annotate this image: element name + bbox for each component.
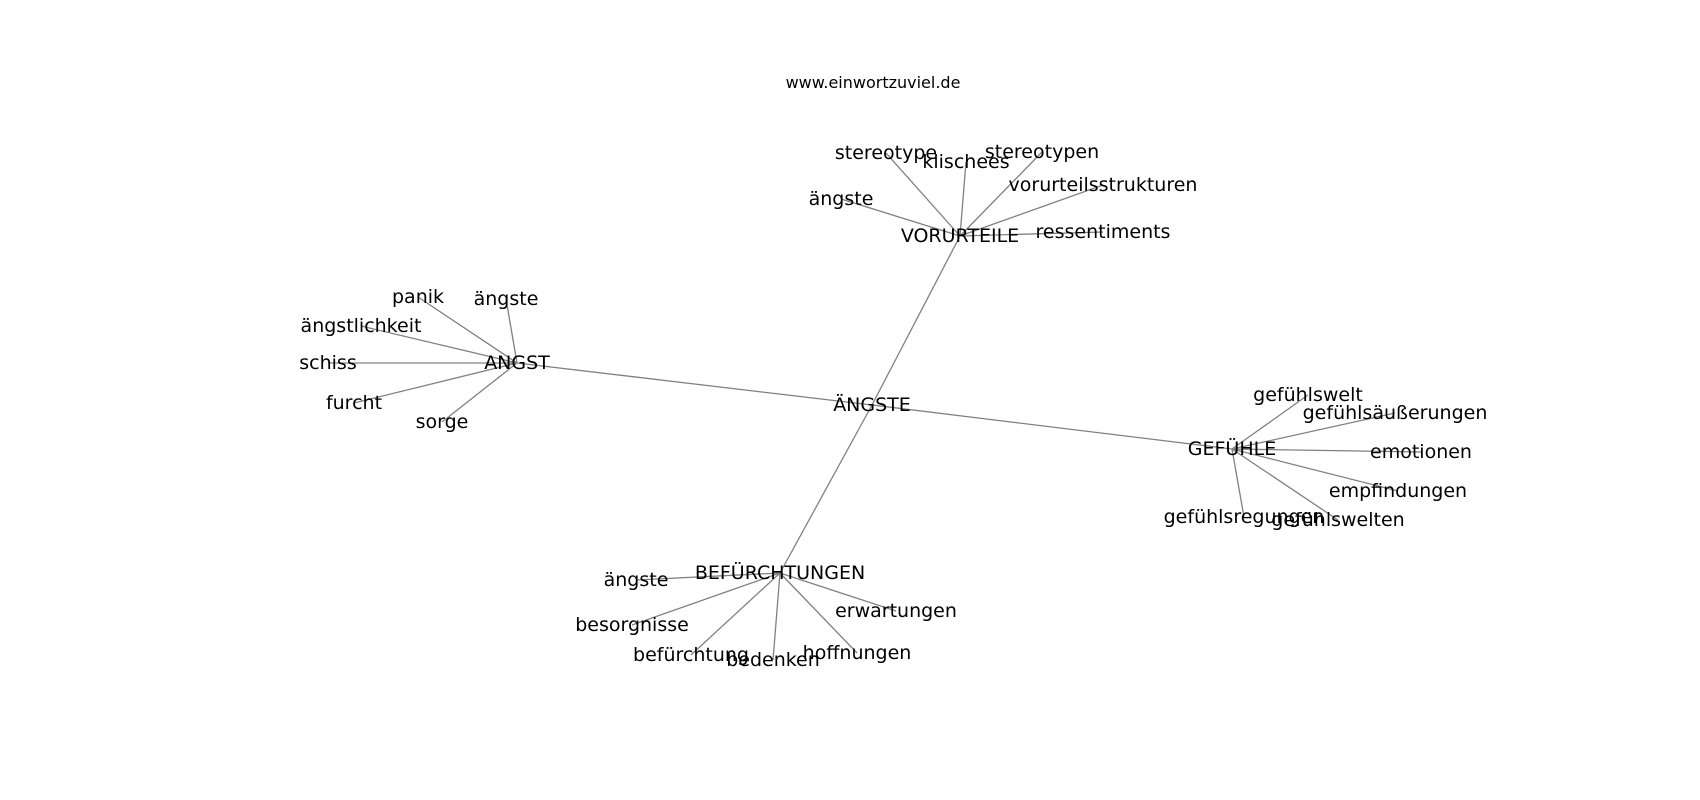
node-label-b-hoffnungen: hoffnungen (803, 642, 912, 664)
edge-center-angst (516, 362, 873, 406)
node-label-gefuehle: GEFÜHLE (1188, 437, 1276, 460)
node-label-center: ÄNGSTE (833, 393, 911, 416)
node-label-b-aengste: ängste (604, 569, 669, 591)
edge-gefuehle-g-gefuehlsregungen (1231, 448, 1245, 518)
node-label-a-schiss: schiss (299, 352, 356, 374)
edge-vorurteile-v-klischees (959, 161, 967, 237)
edge-befuerchtungen-b-aengste (635, 572, 781, 581)
edge-befuerchtungen-b-bedenken (772, 572, 781, 661)
node-label-befuerchtungen: BEFÜRCHTUNGEN (695, 561, 865, 584)
edge-angst-a-sorge (441, 362, 518, 423)
edge-center-vorurteile (871, 235, 961, 406)
node-label-v-klischees: klischees (922, 151, 1009, 173)
node-label-v-stereotypen: stereotypen (985, 141, 1099, 163)
node-label-g-gefuehlsregungen: gefühlsregungen (1164, 506, 1325, 528)
edge-gefuehle-g-gefuehlsaeusserungen (1231, 412, 1396, 450)
node-label-g-gefuehlswelt: gefühlswelt (1253, 384, 1363, 406)
edge-vorurteile-v-stereotype (885, 152, 961, 237)
edge-gefuehle-g-empfindungen (1231, 448, 1399, 492)
edge-angst-a-aengstlichkeit (360, 325, 518, 364)
node-label-g-emotionen: emotionen (1370, 441, 1472, 463)
node-label-b-erwartungen: erwartungen (835, 600, 957, 622)
edge-angst-a-panik (417, 296, 518, 364)
edge-vorurteile-v-stereotypen (959, 151, 1043, 237)
edge-gefuehle-g-emotionen (1231, 448, 1422, 453)
node-label-b-besorgnisse: besorgnisse (575, 614, 689, 636)
node-label-vorurteile: VORURTEILE (901, 225, 1019, 247)
edge-gefuehle-g-gefuehlswelt (1231, 394, 1309, 450)
node-label-g-gefuehlswelten: gefühlswelten (1271, 509, 1404, 531)
node-label-v-ressentiments: ressentiments (1036, 221, 1171, 243)
edge-befuerchtungen-b-besorgnisse (631, 572, 781, 626)
node-label-a-panik: panik (392, 286, 444, 308)
node-label-a-aengstlichkeit: ängstlichkeit (301, 315, 422, 337)
edge-vorurteile-v-ressentiments (959, 231, 1104, 237)
edge-angst-a-aengste (505, 298, 518, 364)
node-label-a-furcht: furcht (326, 392, 382, 414)
edge-befuerchtungen-b-hoffnungen (779, 572, 858, 654)
edge-center-befuerchtungen (779, 404, 873, 574)
node-label-v-aengste: ängste (809, 188, 874, 210)
edge-vorurteile-v-aengste (840, 198, 961, 237)
node-label-b-bedenken: bedenken (726, 649, 820, 671)
node-label-g-gefuehlsaeusserungen: gefühlsäußerungen (1303, 402, 1488, 424)
node-label-a-aengste: ängste (474, 288, 539, 310)
edge-center-gefuehle (871, 404, 1233, 450)
site-title[interactable]: www.einwortzuviel.de (786, 73, 961, 92)
node-label-b-befuerchtung: befürchtung (633, 644, 749, 666)
edge-angst-a-furcht (353, 362, 518, 404)
edge-layer (328, 151, 1422, 661)
node-label-v-stereotype: stereotype (835, 142, 937, 164)
edge-vorurteile-v-vorurteilsstrukturen (959, 184, 1104, 237)
node-label-a-sorge: sorge (416, 411, 469, 433)
label-layer: ÄNGSTE ANGST VORURTEILE GEFÜHLE BEFÜRCHTUNGE… (299, 141, 1487, 671)
node-label-v-vorurteilsstrukturen: vorurteilsstrukturen (1009, 174, 1198, 196)
node-label-angst: ANGST (484, 352, 550, 374)
node-label-g-empfindungen: empfindungen (1329, 480, 1467, 502)
edge-befuerchtungen-b-befuerchtung (690, 572, 781, 656)
edge-gefuehle-g-gefuehlswelten (1231, 448, 1339, 521)
edge-befuerchtungen-b-erwartungen (779, 572, 897, 612)
